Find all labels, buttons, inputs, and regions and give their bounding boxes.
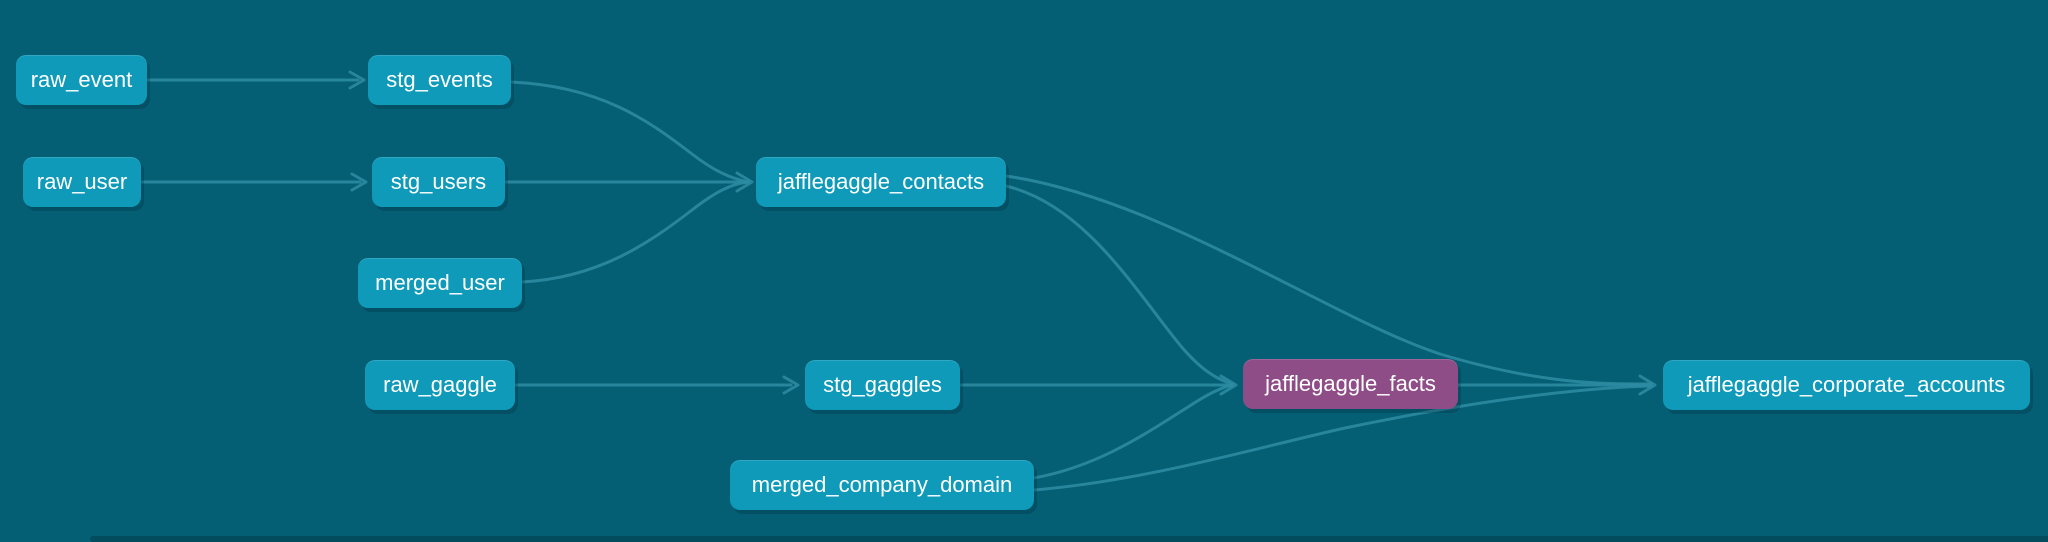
arrowhead-jafflegaggle_corporate_accounts (1638, 374, 1657, 396)
node-raw_event[interactable]: raw_event (16, 55, 147, 105)
horizontal-scrollbar[interactable] (90, 536, 2048, 542)
arrowhead-jafflegaggle_facts (1219, 374, 1238, 396)
edge-jafflegaggle_contacts-jafflegaggle_corporate_accounts (1004, 174, 1653, 386)
arrowhead-stg_users (350, 172, 368, 192)
node-jafflegaggle_contacts[interactable]: jafflegaggle_contacts (756, 157, 1006, 207)
node-merged_company_domain[interactable]: merged_company_domain (730, 460, 1034, 510)
arrowhead-stg_gaggles (782, 375, 800, 395)
edge-stg_events-jafflegaggle_contacts (509, 80, 750, 184)
node-merged_user[interactable]: merged_user (358, 258, 522, 308)
edge-merged_company_domain-jafflegaggle_corporate_accounts (1032, 384, 1653, 492)
arrowhead-stg_events (348, 70, 366, 90)
edge-jafflegaggle_contacts-jafflegaggle_facts (1004, 184, 1234, 386)
arrowhead-jafflegaggle_contacts (735, 171, 754, 193)
node-stg_users[interactable]: stg_users (372, 157, 505, 207)
edge-merged_user-jafflegaggle_contacts (520, 180, 750, 284)
edge-merged_company_domain-jafflegaggle_facts (1032, 383, 1234, 480)
node-stg_events[interactable]: stg_events (368, 55, 511, 105)
node-raw_user[interactable]: raw_user (23, 157, 141, 207)
node-jafflegaggle_corporate_accounts[interactable]: jafflegaggle_corporate_accounts (1663, 360, 2030, 410)
node-raw_gaggle[interactable]: raw_gaggle (365, 360, 515, 410)
node-stg_gaggles[interactable]: stg_gaggles (805, 360, 960, 410)
node-jafflegaggle_facts[interactable]: jafflegaggle_facts (1243, 359, 1458, 409)
